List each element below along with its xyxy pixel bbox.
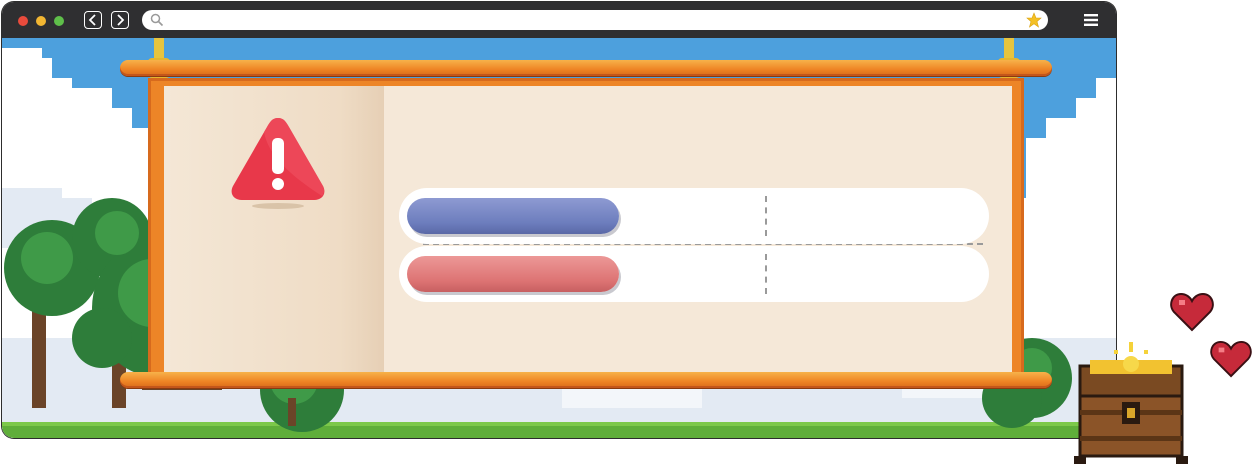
forward-button[interactable] bbox=[111, 11, 129, 29]
maximize-window-button[interactable] bbox=[54, 16, 64, 26]
bottom-bar bbox=[120, 372, 1052, 388]
chevron-left-icon bbox=[88, 14, 96, 26]
minimize-window-button[interactable] bbox=[36, 16, 46, 26]
heart-icon bbox=[1170, 292, 1214, 332]
top-bar bbox=[120, 60, 1052, 76]
row-divider bbox=[423, 243, 983, 245]
game-scene bbox=[2, 38, 1116, 438]
row-divider-vertical bbox=[765, 196, 767, 236]
option-row-2[interactable] bbox=[399, 246, 989, 302]
option-1-button[interactable] bbox=[407, 198, 619, 234]
address-bar[interactable] bbox=[142, 10, 1048, 30]
hamburger-menu-icon[interactable] bbox=[1084, 14, 1098, 26]
treasure-chest-icon bbox=[1074, 342, 1188, 464]
option-2-button[interactable] bbox=[407, 256, 619, 292]
chevron-right-icon bbox=[117, 14, 125, 26]
heart-icon bbox=[1210, 340, 1252, 378]
search-icon bbox=[150, 13, 164, 27]
close-window-button[interactable] bbox=[18, 16, 28, 26]
back-button[interactable] bbox=[84, 11, 102, 29]
warning-icon bbox=[231, 118, 325, 209]
row-divider-vertical bbox=[765, 254, 767, 294]
option-row-1[interactable] bbox=[399, 188, 989, 244]
star-icon[interactable] bbox=[1026, 12, 1042, 28]
browser-window bbox=[2, 2, 1116, 438]
browser-toolbar bbox=[2, 2, 1116, 38]
